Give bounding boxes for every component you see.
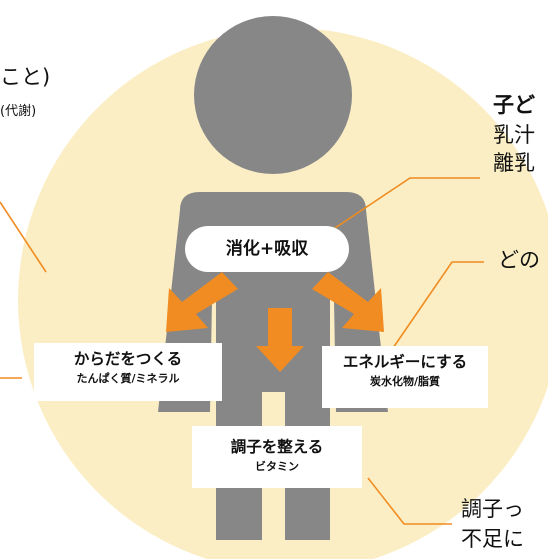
right-note-2: 離乳 [493, 151, 535, 175]
callout-line-energy [392, 261, 484, 349]
box-body-building-title: からだをつくる [73, 350, 183, 368]
callout-line-digest [301, 177, 480, 251]
right-note-1: 乳汁 [493, 123, 535, 147]
left-note-1: こと) [0, 65, 51, 89]
arrow-right [312, 272, 384, 332]
figure-head [194, 16, 352, 174]
left-note-2: (代謝) [0, 104, 37, 119]
right-note-heading: 子ど [493, 93, 535, 117]
digest-label: 消化+吸収 [225, 239, 309, 259]
arrow-down [256, 308, 304, 372]
callout-line-left-top [0, 201, 47, 273]
box-energy: エネルギーにする 炭水化物/脂質 [322, 346, 488, 408]
right-note-4: 調子っ [461, 497, 524, 521]
callout-lines [0, 177, 484, 525]
box-body-building-subtitle: たんぱく質/ミネラル [76, 372, 180, 385]
box-condition-subtitle: ビタミン [255, 460, 299, 473]
box-condition: 調子を整える ビタミン [192, 426, 362, 488]
arrow-left [166, 272, 238, 332]
arrows [166, 272, 384, 372]
right-note-3: どの [498, 248, 540, 272]
callout-line-condition [367, 477, 452, 525]
right-note-5: 不足に [461, 527, 524, 551]
box-energy-subtitle: 炭水化物/脂質 [369, 375, 441, 388]
box-energy-title: エネルギーにする [342, 353, 468, 371]
digest-pill: 消化+吸収 [185, 226, 349, 272]
box-condition-title: 調子を整える [230, 438, 324, 456]
box-body-building: からだをつくる たんぱく質/ミネラル [34, 343, 222, 401]
